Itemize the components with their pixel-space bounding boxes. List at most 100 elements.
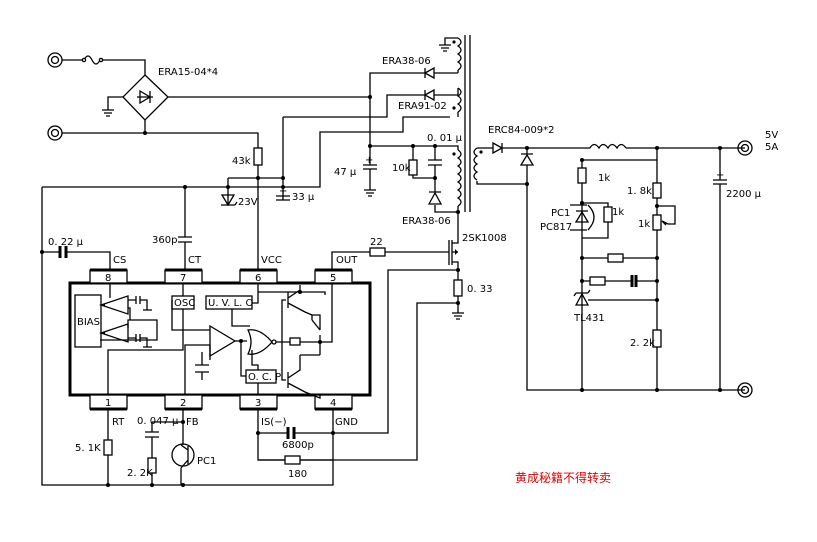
vcc-capacitor-label: 33 μ <box>292 192 315 203</box>
rectifier-label: ERC84-009*2 <box>488 125 555 136</box>
sense-resistor-label: 0. 33 <box>467 284 492 295</box>
wire-segment <box>62 59 146 75</box>
wire-segment <box>42 116 450 270</box>
diode-era91 <box>423 88 435 102</box>
snubber-res-label: 10k <box>392 163 411 174</box>
uvlo-label: U. V. L. O <box>208 298 254 309</box>
pin-3-name: IS(−) <box>261 417 287 428</box>
wire-segment <box>525 146 529 150</box>
wire-segment <box>452 40 456 44</box>
osc-label: OSC <box>174 298 195 309</box>
wire-segment <box>589 276 606 286</box>
bias-block <box>74 294 102 348</box>
wire-segment <box>580 279 584 283</box>
output-terminal-negative <box>737 382 753 398</box>
wire-segment <box>47 52 63 68</box>
wire-segment <box>452 106 456 110</box>
wire-segment <box>150 483 154 487</box>
mosfet-label: 2SK1008 <box>462 233 507 244</box>
fb-resistor-label: 2. 2K <box>127 468 153 479</box>
pin-1-name: RT <box>112 417 125 428</box>
wire-segment: + <box>716 170 724 181</box>
wire-segment <box>473 147 479 181</box>
wire-segment <box>412 146 458 213</box>
nor-gate <box>247 329 273 355</box>
wire-segment <box>100 283 158 347</box>
startup-resistor <box>253 147 263 166</box>
wire-segment <box>240 341 259 395</box>
diode-top-label: ERA38-06 <box>382 56 431 67</box>
bulk-capacitor <box>363 97 377 197</box>
wire-segment <box>455 249 458 255</box>
wire-segment <box>582 257 657 301</box>
wire-segment <box>283 94 425 118</box>
wire-segment <box>50 55 60 65</box>
ground-icon <box>102 96 123 117</box>
wire-segment <box>452 152 456 156</box>
wire-segment <box>98 295 129 343</box>
wire-segment <box>573 289 591 306</box>
wire-segment <box>180 444 189 485</box>
wire-segment <box>276 283 333 381</box>
wire-segment <box>655 256 659 260</box>
wire-segment: + <box>365 155 373 166</box>
transformer <box>452 35 483 212</box>
wire-segment <box>655 279 659 283</box>
wire-segment <box>411 144 415 148</box>
wire-segment <box>433 176 437 180</box>
snubber-diode <box>427 191 443 205</box>
output-capacitor-label: 2200 μ <box>726 189 762 200</box>
wire-segment <box>464 35 471 212</box>
wire-segment <box>50 128 60 138</box>
fuse <box>83 55 101 65</box>
wire-segment <box>580 388 584 392</box>
startup-resistor-label: 43k <box>232 156 251 167</box>
opto-bypass-resistor <box>603 206 613 223</box>
diode-era38-top <box>423 66 435 80</box>
wire-segment <box>580 201 584 205</box>
wire-segment <box>581 148 676 390</box>
trim-potentiometer <box>652 214 662 231</box>
wire-segment <box>661 220 669 226</box>
trim-pot-label: 1k <box>638 219 650 230</box>
wire-segment <box>281 185 285 189</box>
wire-segment <box>655 204 659 208</box>
output-terminal-positive <box>737 140 753 156</box>
wire-segment <box>256 431 260 435</box>
wire-segment <box>181 483 185 487</box>
is-resistor <box>284 455 301 465</box>
pin-7-name: CT <box>188 255 202 266</box>
wire-segment <box>40 250 44 254</box>
pwm-comparator <box>209 324 237 358</box>
wire-segment <box>718 388 722 392</box>
wire-segment <box>62 96 370 148</box>
wire-segment <box>574 210 590 223</box>
wire-segment <box>740 143 750 153</box>
wire-segment <box>58 246 68 258</box>
wire-segment <box>331 251 370 270</box>
opto-name-label: PC1 <box>551 208 570 219</box>
wire-segment <box>226 185 230 189</box>
pin-7-number: 7 <box>180 273 186 284</box>
led-resistor-label: 1k <box>598 173 610 184</box>
is-capacitor-label: 6800p <box>282 440 314 451</box>
diode-mid-label: ERA91-02 <box>398 101 447 112</box>
pin-4-number: 4 <box>330 398 336 409</box>
pin-4-name: GND <box>335 417 358 428</box>
pin-2-name: FB <box>186 417 199 428</box>
pin-8-number: 8 <box>105 273 111 284</box>
pin-6-number: 6 <box>255 273 261 284</box>
pin-3-number: 3 <box>255 398 261 409</box>
output-inductor <box>589 143 627 150</box>
bias-label: BIAS <box>77 317 100 328</box>
wire-segment <box>456 87 462 113</box>
wire-segment <box>570 204 595 231</box>
ac-input-terminal-2 <box>47 125 63 141</box>
wire-segment <box>256 176 260 180</box>
ac-input-terminal-1 <box>47 52 63 68</box>
divider-bottom-resistor <box>652 329 662 348</box>
wire-segment <box>655 388 659 392</box>
snubber-cap-label: 0. 01 μ <box>427 133 463 144</box>
zener-diode <box>220 194 238 207</box>
